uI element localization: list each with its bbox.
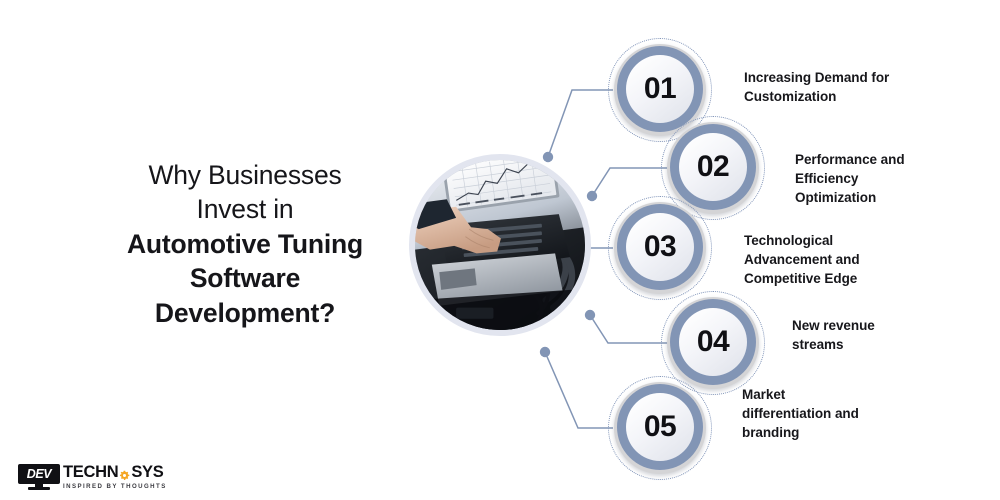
step-label-03-line-3: Competitive Edge — [744, 271, 858, 287]
step-label-02-line-3: Optimization — [795, 190, 877, 206]
logo-word-row: TECHN SYS — [63, 464, 167, 481]
title-line-1: Why Businesses — [148, 160, 342, 190]
step-label-05-line-2: differentiation and — [742, 406, 859, 422]
monitor-base — [28, 487, 50, 490]
step-label-02-line-1: Performance and — [795, 152, 905, 167]
step-node-04[interactable]: 04 — [661, 291, 765, 395]
node-inner-04: 04 — [679, 308, 747, 376]
logo-mark-text: DEV — [26, 466, 52, 481]
step-node-02[interactable]: 02 — [661, 116, 765, 220]
node-inner-03: 03 — [626, 213, 694, 281]
step-label-04-line-1: New revenue — [792, 318, 875, 333]
step-label-04-line-2: streams — [792, 337, 844, 353]
step-label-01-line-1: Increasing Demand for — [744, 70, 890, 85]
connector-dot-04 — [584, 309, 596, 321]
step-label-02: Performance and Efficiency Optimization — [795, 150, 985, 207]
brand-logo[interactable]: DEV TECHN SYS INSPIRED BY THOUGHTS — [18, 464, 167, 490]
title-line-4: Software — [189, 263, 301, 294]
step-number-04: 04 — [696, 325, 730, 358]
logo-word-part1: TECHN — [63, 463, 119, 481]
connector-line-05 — [544, 351, 613, 429]
node-dotted-ring-03 — [608, 196, 712, 300]
central-photo — [409, 154, 591, 336]
connector-line-02 — [591, 167, 668, 197]
title-line-3: Automotive Tuning — [126, 228, 364, 259]
logo-wordmark: TECHN SYS INSPIRED BY THOUGHTS — [63, 464, 167, 490]
page-title: Why Businesses Invest in Automotive Tuni… — [100, 158, 390, 330]
step-number-02: 02 — [696, 150, 730, 183]
step-label-04: New revenue streams — [792, 316, 982, 354]
step-label-05-line-3: branding — [742, 425, 800, 441]
monitor-icon: DEV — [18, 464, 60, 490]
step-label-03-line-2: Advancement and — [744, 252, 860, 268]
step-number-03: 03 — [643, 230, 677, 263]
step-label-03: Technological Advancement and Competitiv… — [744, 231, 944, 288]
title-line-5: Development? — [154, 297, 336, 328]
connector-line-04 — [589, 314, 668, 344]
node-inner-02: 02 — [679, 133, 747, 201]
step-label-05-line-1: Market — [742, 387, 786, 402]
step-label-05: Market differentiation and branding — [742, 385, 942, 442]
connector-dot-02 — [586, 190, 598, 202]
step-label-03-line-1: Technological — [744, 233, 834, 248]
step-number-01: 01 — [643, 72, 677, 105]
connector-dot-05 — [539, 346, 551, 358]
logo-tagline: INSPIRED BY THOUGHTS — [63, 482, 167, 490]
logo-word-part2: SYS — [131, 463, 164, 481]
step-number-05: 05 — [643, 410, 677, 443]
step-node-05[interactable]: 05 — [608, 376, 712, 480]
monitor-stand — [35, 484, 43, 487]
node-inner-05: 05 — [626, 393, 694, 461]
node-dotted-ring-04 — [661, 291, 765, 395]
step-label-02-line-2: Efficiency — [795, 171, 859, 187]
node-dotted-ring-02 — [661, 116, 765, 220]
monitor-screen: DEV — [18, 464, 60, 484]
node-inner-01: 01 — [626, 55, 694, 123]
step-node-01[interactable]: 01 — [608, 38, 712, 142]
gear-icon — [119, 468, 130, 480]
node-dotted-ring-01 — [608, 38, 712, 142]
node-dotted-ring-05 — [608, 376, 712, 480]
laptop-engine-diagnostics-photo — [415, 160, 585, 330]
step-label-01-line-2: Customization — [744, 89, 837, 105]
step-label-01: Increasing Demand for Customization — [744, 68, 944, 106]
step-node-03[interactable]: 03 — [608, 196, 712, 300]
title-line-2: Invest in — [196, 194, 294, 225]
connector-line-01 — [547, 89, 613, 158]
